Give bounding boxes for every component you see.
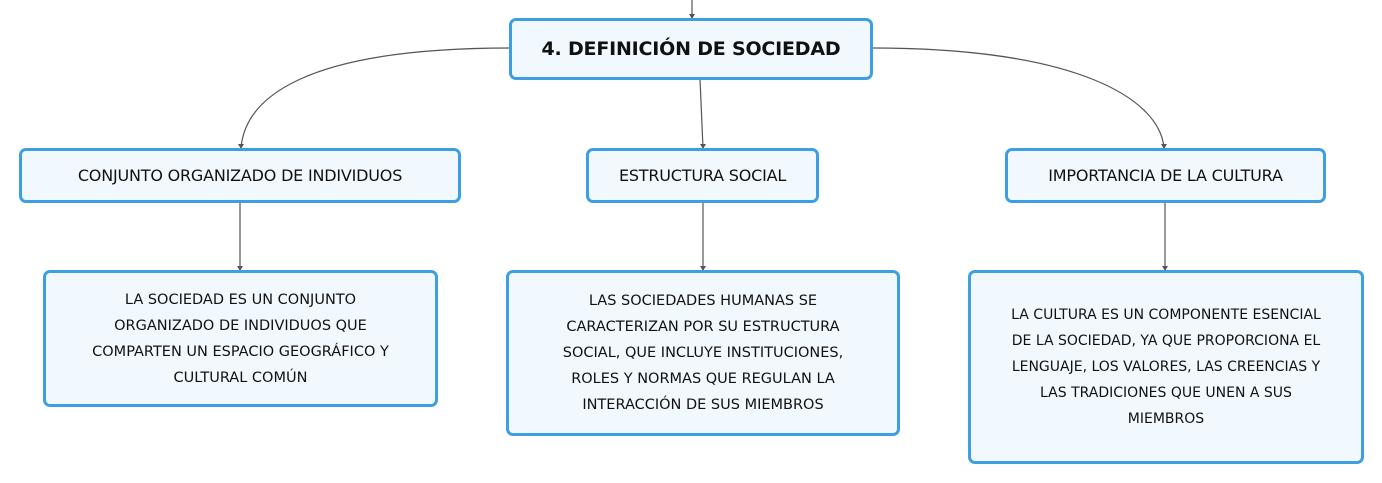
detail-line: CULTURAL COMÚN [173,369,308,386]
arrowhead-topic-2 [700,144,706,149]
detail-line: DE LA SOCIEDAD, YA QUE PROPORCIONA EL [1011,333,1321,349]
detail-line: ROLES Y NORMAS QUE REGULAN LA [571,371,835,387]
detail-line: CARACTERIZAN POR SU ESTRUCTURA [566,319,840,335]
detail-line: LA SOCIEDAD ES UN CONJUNTO [124,291,357,308]
detail-line: LA CULTURA ES UN COMPONENTE ESENCIAL [1011,307,1321,323]
detail-node-text: LA SOCIEDAD ES UN CONJUNTO ORGANIZADO DE… [92,287,389,391]
topic-node-label: CONJUNTO ORGANIZADO DE INDIVIDUOS [77,166,403,185]
topic-node-estructura-social[interactable]: ESTRUCTURA SOCIAL [586,148,819,203]
detail-node-importancia-cultura[interactable]: LA CULTURA ES UN COMPONENTE ESENCIAL DE … [968,270,1364,464]
topic-node-conjunto-organizado[interactable]: CONJUNTO ORGANIZADO DE INDIVIDUOS [19,148,461,203]
topic-node-label: IMPORTANCIA DE LA CULTURA [1048,166,1283,185]
detail-node-text: LAS SOCIEDADES HUMANAS SE CARACTERIZAN P… [563,288,843,418]
arrowhead-detail-2 [700,266,706,271]
detail-node-estructura-social[interactable]: LAS SOCIEDADES HUMANAS SE CARACTERIZAN P… [506,270,900,436]
arrowhead-topic-3 [1161,144,1167,149]
detail-line: LAS SOCIEDADES HUMANAS SE [588,293,818,309]
root-node[interactable]: 4. DEFINICIÓN DE SOCIEDAD [509,18,873,80]
detail-line: INTERACCIÓN DE SUS MIEMBROS [582,397,824,413]
detail-line: ORGANIZADO DE INDIVIDUOS QUE [114,317,367,334]
connector-root-to-topic-2 [699,78,704,149]
root-node-label: 4. DEFINICIÓN DE SOCIEDAD [541,38,841,60]
arrowhead-detail-1 [237,266,243,271]
detail-line: MIEMBROS [1127,411,1205,427]
connector-root-to-topic-1 [240,47,511,149]
detail-line: SOCIAL, QUE INCLUYE INSTITUCIONES, [562,345,844,361]
detail-line: LAS TRADICIONES QUE UNEN A SUS [1040,385,1292,401]
detail-line: COMPARTEN UN ESPACIO GEOGRÁFICO Y [92,343,389,360]
arrowhead-topic-1 [238,144,244,149]
arrowhead-detail-3 [1162,266,1168,271]
topic-node-importancia-cultura[interactable]: IMPORTANCIA DE LA CULTURA [1005,148,1326,203]
detail-node-conjunto-organizado[interactable]: LA SOCIEDAD ES UN CONJUNTO ORGANIZADO DE… [43,270,438,407]
detail-line: LENGUAJE, LOS VALORES, LAS CREENCIAS Y [1011,359,1321,375]
detail-node-text: LA CULTURA ES UN COMPONENTE ESENCIAL DE … [1011,302,1321,432]
connector-root-to-topic-3 [871,47,1165,149]
arrowhead-parent-to-root [689,14,695,19]
topic-node-label: ESTRUCTURA SOCIAL [618,166,787,185]
